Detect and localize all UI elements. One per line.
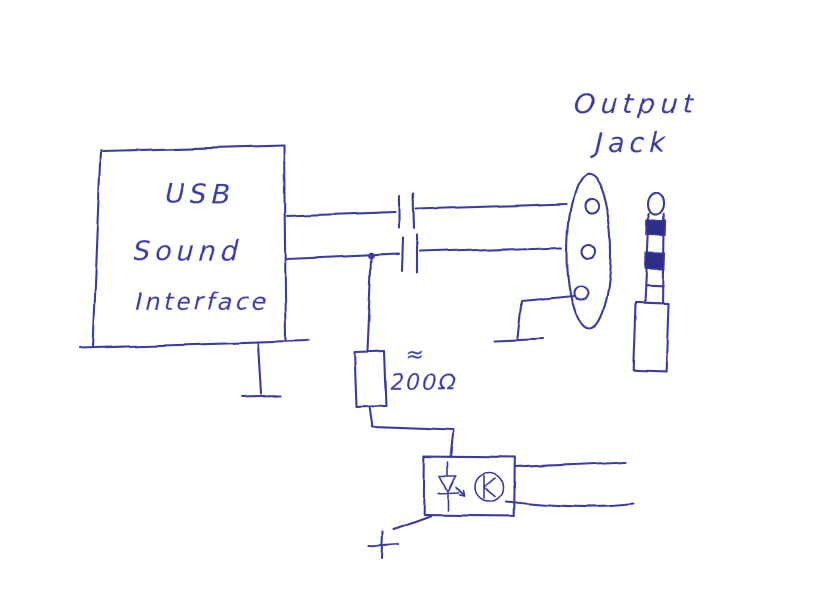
capacitor-upper xyxy=(397,192,416,231)
output-jack-label-line2: Jack xyxy=(589,128,670,159)
output-jack-body xyxy=(565,173,613,331)
phototransistor-symbol xyxy=(474,472,504,502)
output-wire-bottom xyxy=(504,499,635,508)
usb-box-label-line1: USB xyxy=(165,179,236,210)
audio-plug xyxy=(632,191,670,373)
capacitor-lower xyxy=(400,234,419,275)
usb-sound-interface-box xyxy=(78,144,310,350)
resistor-body xyxy=(352,349,388,409)
led-symbol xyxy=(437,461,465,511)
resistor-wire-top xyxy=(365,257,373,352)
output-jack-label-line1: Output xyxy=(574,89,699,120)
resistor-approx-symbol: ≈ xyxy=(405,343,426,368)
ground-symbol-usb-box xyxy=(240,342,283,399)
resistor-wire-bottom xyxy=(367,405,456,459)
ground-symbol-jack xyxy=(492,294,576,343)
lower-channel-wire xyxy=(285,245,564,261)
output-wire-top xyxy=(512,460,628,469)
junction-dot xyxy=(367,252,375,260)
resistor-value-label: 200Ω xyxy=(390,371,458,396)
jack-contact-sleeve xyxy=(572,284,590,302)
usb-box-label-line3: Interface xyxy=(135,288,270,316)
upper-channel-wire xyxy=(285,202,568,218)
jack-contact-ring xyxy=(580,242,598,260)
optocoupler-box xyxy=(422,455,516,517)
jack-contact-tip xyxy=(583,197,601,215)
usb-box-label-line2: Sound xyxy=(133,236,244,267)
ground-symbol-optocoupler xyxy=(367,514,432,560)
